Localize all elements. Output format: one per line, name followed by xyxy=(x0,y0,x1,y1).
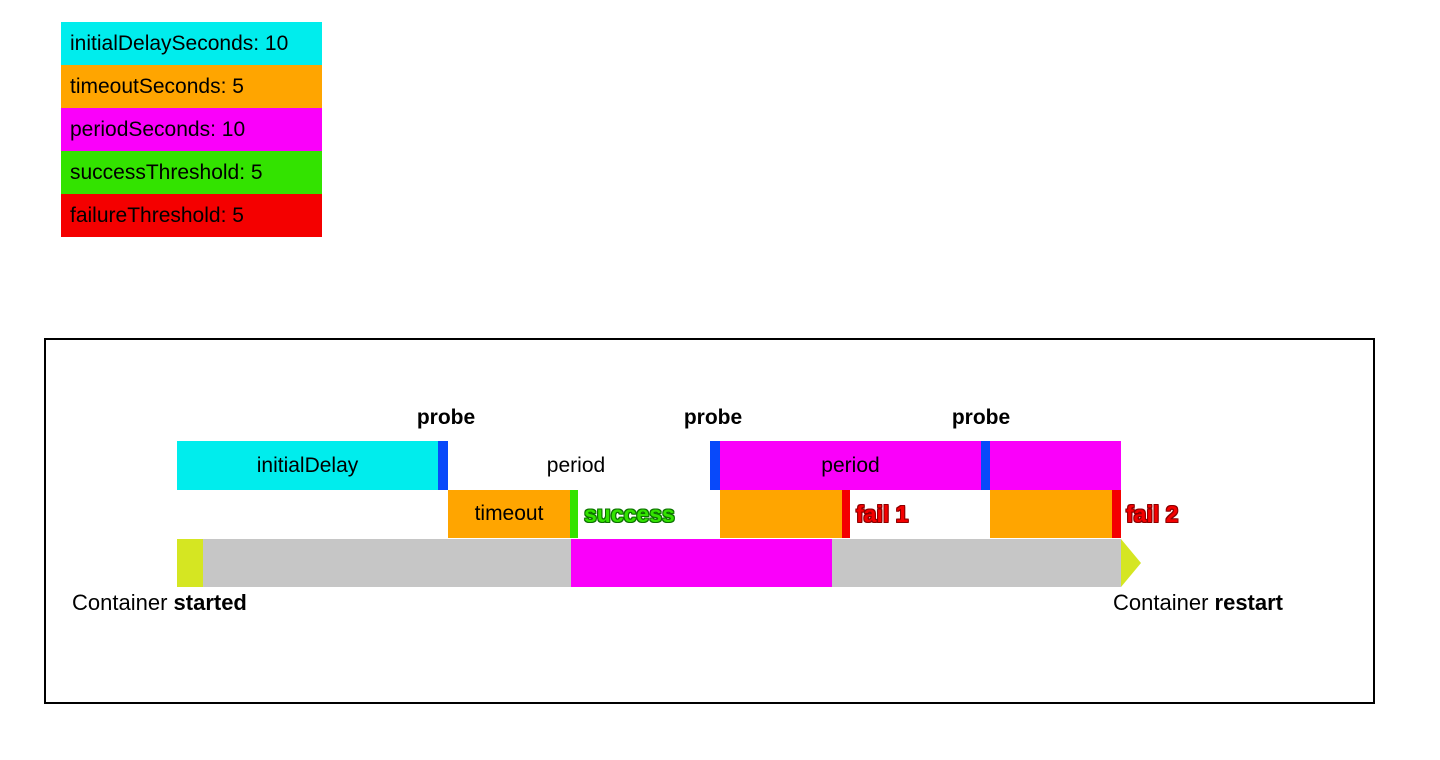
success-label: success xyxy=(584,500,675,527)
initial-delay-bar: initialDelay xyxy=(177,441,438,490)
container-unhealthy-segment xyxy=(571,539,832,587)
legend-item-initial-delay: initialDelaySeconds: 10 xyxy=(61,22,322,65)
period-bar-1: period xyxy=(720,441,981,490)
container-started-marker xyxy=(177,539,203,587)
container-running-segment-1 xyxy=(203,539,571,587)
container-started-caption: Container started xyxy=(72,590,247,616)
probe-tick-1 xyxy=(438,441,448,490)
probe-label-1: probe xyxy=(416,406,476,429)
timeout-bar-1: timeout xyxy=(448,490,570,538)
container-restart-caption: Container restart xyxy=(1113,590,1283,616)
legend-item-timeout: timeoutSeconds: 5 xyxy=(61,65,322,108)
legend-item-period: periodSeconds: 10 xyxy=(61,108,322,151)
probe-tick-2 xyxy=(710,441,720,490)
fail-1-label: fail 1 xyxy=(856,500,909,527)
success-tick xyxy=(570,490,578,538)
fail-tick-1 xyxy=(842,490,850,538)
legend-item-success-threshold: successThreshold: 5 xyxy=(61,151,322,194)
legend-item-failure-threshold: failureThreshold: 5 xyxy=(61,194,322,237)
fail-2-label: fail 2 xyxy=(1126,500,1179,527)
period-bar-2 xyxy=(990,441,1121,490)
fail-tick-2 xyxy=(1112,490,1121,538)
probe-tick-3 xyxy=(981,441,990,490)
container-running-segment-2 xyxy=(832,539,1121,587)
container-restart-prefix: Container xyxy=(1113,590,1215,615)
period-gap-label: period xyxy=(546,453,606,477)
timeline-box xyxy=(44,338,1375,704)
probe-label-3: probe xyxy=(951,406,1011,429)
probe-label-2: probe xyxy=(683,406,743,429)
container-restart-bold: restart xyxy=(1214,590,1283,615)
timeout-bar-2 xyxy=(720,490,842,538)
container-started-prefix: Container xyxy=(72,590,174,615)
container-started-bold: started xyxy=(173,590,247,615)
timeout-bar-3 xyxy=(990,490,1112,538)
